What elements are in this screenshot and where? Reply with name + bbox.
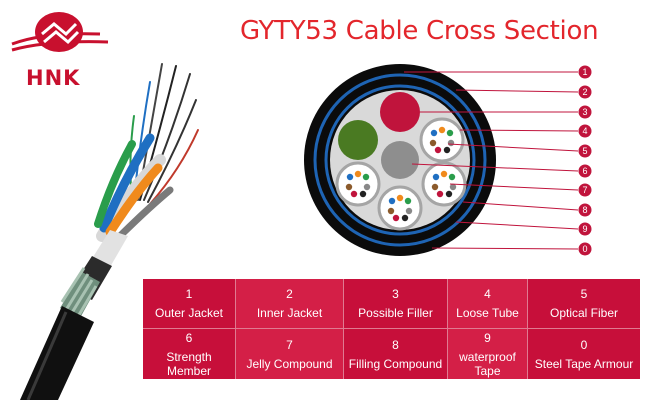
legend-label: Jelly Compound [246, 356, 333, 371]
steel-armour-segment [60, 267, 100, 321]
legend-number: 1 [185, 287, 193, 301]
callout-5: 5 [582, 146, 587, 156]
legend-label: Inner Jacket [256, 306, 323, 320]
legend-number: 7 [286, 337, 293, 352]
legend-number: 2 [286, 287, 293, 301]
callout-0: 0 [582, 244, 587, 254]
legend-number: 8 [392, 337, 399, 352]
legend-number: 9 [484, 330, 491, 345]
legend-number: 3 [392, 287, 399, 301]
legend-label: Steel Tape Armour [534, 356, 634, 371]
loose-tube-group [335, 117, 467, 231]
brand-name: HNK [26, 66, 81, 90]
legend-label: Outer Jacket [154, 306, 224, 320]
legend-item: 9 waterproof Tape [448, 329, 528, 379]
callout-4: 4 [582, 126, 587, 136]
callout-1: 1 [582, 67, 587, 77]
legend-label: Strength Member [166, 349, 212, 378]
leader-lines [404, 71, 579, 250]
legend-label: Optical Fiber [549, 306, 619, 320]
cable-illustration [20, 63, 199, 400]
legend-label: waterproof Tape [459, 349, 516, 378]
callout-8: 8 [582, 205, 587, 215]
legend-label: Loose Tube [456, 306, 519, 320]
callout-7: 7 [582, 185, 587, 195]
page-title: GYTY53 Cable Cross Section [240, 16, 599, 46]
legend-label: Possible Filler [358, 306, 433, 320]
legend-label: Filling Compound [348, 356, 443, 371]
hnk-logo [11, 12, 109, 52]
callout-6: 6 [582, 166, 587, 176]
strength-member [381, 141, 419, 179]
callout-9: 9 [582, 224, 587, 234]
filler-red [380, 92, 420, 132]
legend-number: 6 [185, 330, 193, 345]
loose-tubes [94, 133, 174, 244]
callout-markers [578, 65, 592, 256]
legend-number: 5 [580, 287, 588, 301]
legend-number: 0 [580, 337, 588, 352]
callout-3: 3 [582, 107, 587, 117]
filler-green [338, 120, 378, 160]
legend-number: 4 [484, 287, 491, 301]
callout-2: 2 [582, 87, 587, 97]
cross-section-diagram: 1 2 3 4 5 6 7 8 9 0 [304, 64, 592, 256]
